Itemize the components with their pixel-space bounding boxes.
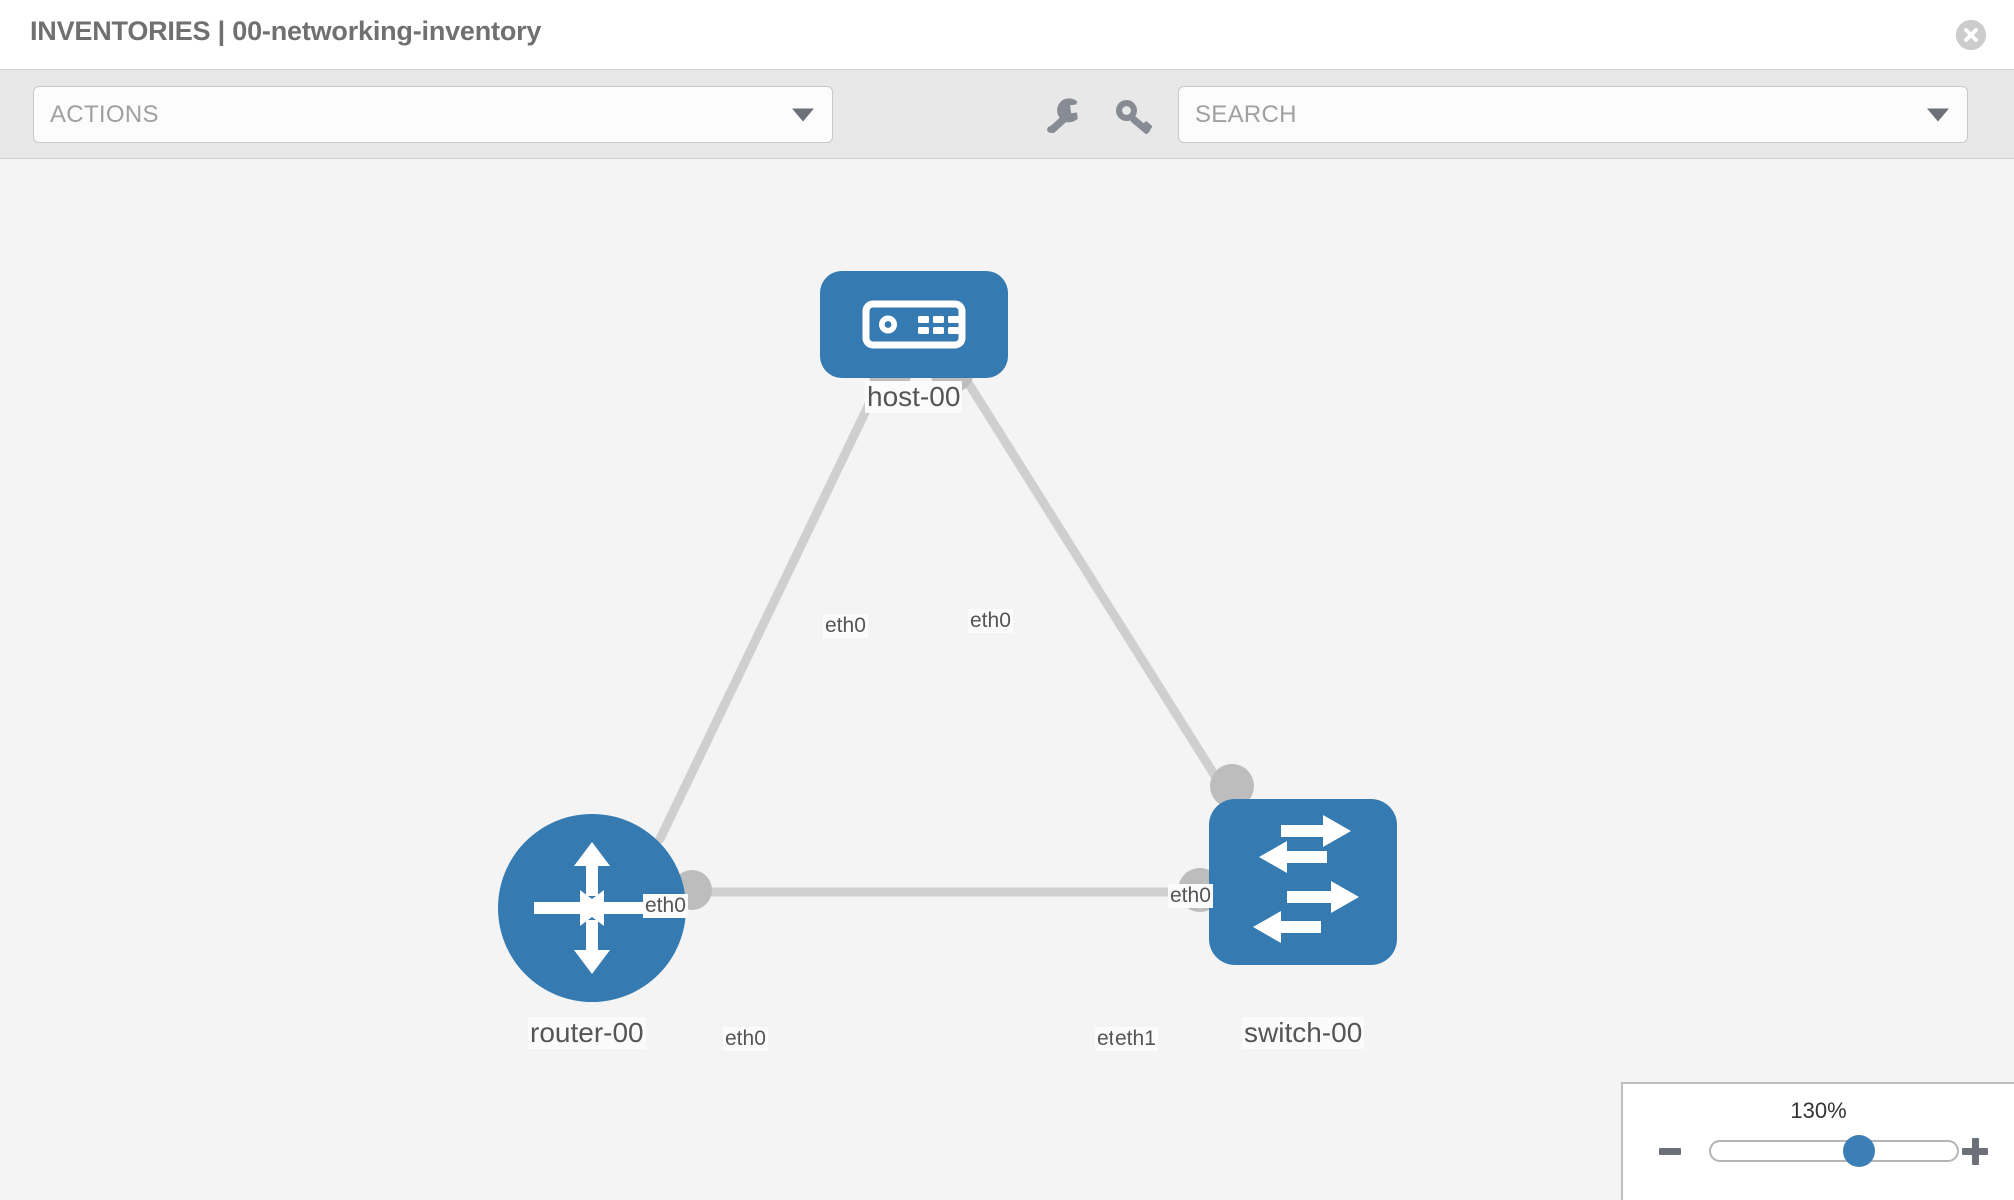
topology-node-host-00[interactable]: [820, 271, 1008, 378]
zoom-in-button[interactable]: [1962, 1136, 1988, 1166]
chevron-down-icon: [1927, 108, 1949, 121]
zoom-slider-track[interactable]: [1709, 1135, 1959, 1167]
topology-canvas[interactable]: host-00 router-00 switch-00 eth0 eth0 eth0 et…: [0, 159, 2014, 1200]
close-icon[interactable]: [1956, 20, 1986, 50]
topology-interface-label: eth0: [723, 1027, 768, 1051]
wrench-icon[interactable]: [1041, 96, 1085, 136]
switch-arrows-icon: [1253, 815, 1359, 943]
zoom-slider-thumb[interactable]: [1842, 1135, 1875, 1167]
topology-link[interactable]: [957, 368, 1227, 792]
topology-node-label: router-00: [528, 1017, 646, 1049]
topology-interface-label: eth0: [823, 614, 868, 638]
topology-interface-label: eth1: [1113, 1027, 1158, 1051]
topology-link[interactable]: [655, 368, 889, 844]
zoom-level-value: 130%: [1790, 1098, 1847, 1123]
topology-interface-label: eth0: [968, 609, 1013, 633]
actions-dropdown[interactable]: ACTIONS: [33, 86, 833, 143]
page-header: INVENTORIES | 00-networking-inventory: [0, 0, 2014, 69]
search-input[interactable]: SEARCH: [1178, 86, 1968, 143]
chevron-down-icon: [792, 108, 814, 121]
router-arrows-icon: [534, 842, 650, 974]
zoom-out-button[interactable]: [1659, 1148, 1681, 1155]
actions-dropdown-label: ACTIONS: [50, 100, 159, 128]
zoom-control-panel: 130%: [1621, 1082, 2014, 1200]
search-placeholder: SEARCH: [1195, 100, 1297, 128]
zoom-slider-row: [1623, 1134, 2014, 1174]
topology-node-switch-00[interactable]: [1209, 799, 1397, 965]
topology-links: [655, 368, 1227, 897]
server-appliance-icon: [862, 300, 966, 349]
toolbar: ACTIONS SEARC: [0, 69, 2014, 159]
topology-node-label: switch-00: [1242, 1017, 1365, 1049]
topology-interface-label: eth0: [643, 894, 688, 918]
topology-interface-label: eth0: [1168, 884, 1213, 908]
key-icon[interactable]: [1112, 96, 1156, 136]
topology-node-label: host-00: [865, 381, 963, 413]
page-title: INVENTORIES | 00-networking-inventory: [30, 16, 542, 46]
host-node-shape: [820, 271, 1008, 378]
